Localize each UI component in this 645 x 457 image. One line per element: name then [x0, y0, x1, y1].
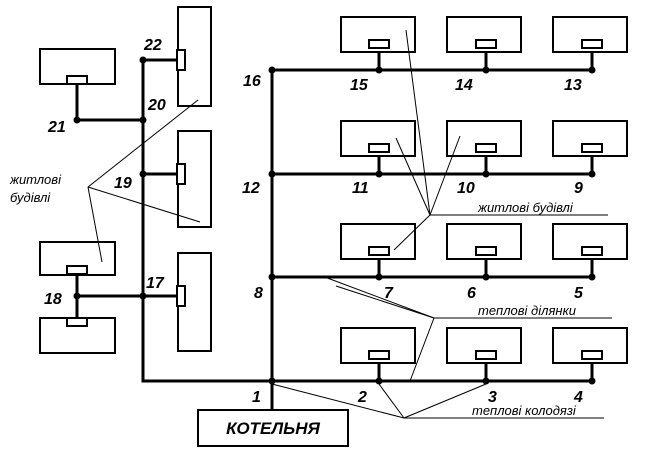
building-21-inlet	[66, 75, 88, 85]
boiler-house: КОТЕЛЬНЯ	[197, 409, 349, 447]
leader-right-to-11	[395, 137, 431, 216]
node-21	[73, 116, 81, 124]
building-17-inlet	[176, 285, 186, 307]
leader-wells-to-2	[378, 383, 405, 419]
node-16	[268, 66, 276, 74]
leader-left-to-19	[87, 186, 201, 223]
num-12: 12	[242, 180, 260, 197]
num-13: 13	[564, 77, 582, 94]
building-15-inlet	[368, 39, 390, 49]
building-13-inlet	[581, 39, 603, 49]
node-numbers: 1 2 3 4 5 6 7 8 9 10 11 12 13 14 15 16 1…	[44, 37, 584, 406]
building-7-inlet	[368, 246, 390, 256]
building-9-inlet	[581, 143, 603, 153]
num-8: 8	[254, 285, 263, 302]
leader-right-to-10	[429, 135, 461, 216]
boiler-label: КОТЕЛЬНЯ	[226, 419, 320, 438]
num-22: 22	[143, 37, 162, 54]
leader-wells-to-1	[271, 383, 405, 419]
num-9: 9	[574, 180, 583, 197]
node-7	[375, 273, 383, 281]
num-5: 5	[574, 285, 584, 302]
building-2-inlet	[368, 350, 390, 360]
num-19: 19	[114, 175, 132, 192]
node-14	[482, 66, 490, 74]
num-3: 3	[488, 389, 497, 406]
building-11-inlet	[368, 143, 390, 153]
node-8	[268, 273, 276, 281]
num-6: 6	[467, 285, 476, 302]
building-18-bottom-inlet	[66, 317, 88, 327]
node-5	[588, 273, 596, 281]
building-22-inlet	[176, 49, 186, 71]
building-5-inlet	[581, 246, 603, 256]
num-4: 4	[573, 389, 583, 406]
building-10-inlet	[475, 143, 497, 153]
num-7: 7	[384, 285, 394, 302]
node-17	[139, 292, 147, 300]
num-14: 14	[455, 77, 473, 94]
label-residential-left-1: житлові	[9, 172, 62, 187]
node-20	[139, 116, 147, 124]
buildings-right	[340, 16, 628, 364]
leader-sections-to-row8	[335, 285, 435, 319]
num-10: 10	[457, 180, 475, 197]
label-residential-left-2: будівлі	[10, 190, 51, 205]
num-2: 2	[357, 389, 367, 406]
building-14-inlet	[475, 39, 497, 49]
building-19-inlet	[176, 163, 186, 185]
num-21: 21	[47, 119, 66, 136]
building-6-inlet	[475, 246, 497, 256]
node-11	[375, 170, 383, 178]
leader-lines	[87, 29, 612, 419]
node-9	[588, 170, 596, 178]
leader-left-to-22	[87, 99, 199, 188]
node-13	[588, 66, 596, 74]
num-18: 18	[44, 291, 62, 308]
leader-sections-to-2-3	[409, 317, 435, 382]
node-22	[139, 56, 147, 64]
num-15: 15	[350, 77, 369, 94]
label-heat-sections: теплові ділянки	[478, 303, 576, 318]
num-1: 1	[252, 389, 261, 406]
node-4	[588, 377, 596, 385]
node-12	[268, 170, 276, 178]
node-19	[139, 170, 147, 178]
label-heat-wells: теплові колодязі	[472, 403, 577, 418]
leader-sections-to-8-7	[321, 275, 435, 319]
node-2	[375, 377, 383, 385]
leader-wells-to-3	[403, 383, 487, 419]
buildings-left	[39, 6, 212, 354]
boiler-box	[197, 409, 349, 447]
annotation-labels: житлові будівлі житлові будівлі теплові …	[9, 172, 577, 418]
node-6	[482, 273, 490, 281]
building-3-inlet	[475, 350, 497, 360]
leader-left-to-18	[87, 186, 103, 263]
node-10	[482, 170, 490, 178]
num-16: 16	[243, 73, 261, 90]
leader-right-to-7	[393, 214, 431, 251]
num-20: 20	[147, 97, 166, 114]
pipe-nodes	[73, 56, 596, 385]
building-4-inlet	[581, 350, 603, 360]
building-18-top-inlet	[66, 265, 88, 275]
node-1	[268, 377, 276, 385]
num-17: 17	[146, 275, 165, 292]
label-residential-right: житлові будівлі	[477, 200, 574, 215]
num-11: 11	[352, 180, 369, 197]
node-15	[375, 66, 383, 74]
node-18	[73, 292, 81, 300]
leader-right-to-15	[405, 29, 431, 216]
node-3	[482, 377, 490, 385]
